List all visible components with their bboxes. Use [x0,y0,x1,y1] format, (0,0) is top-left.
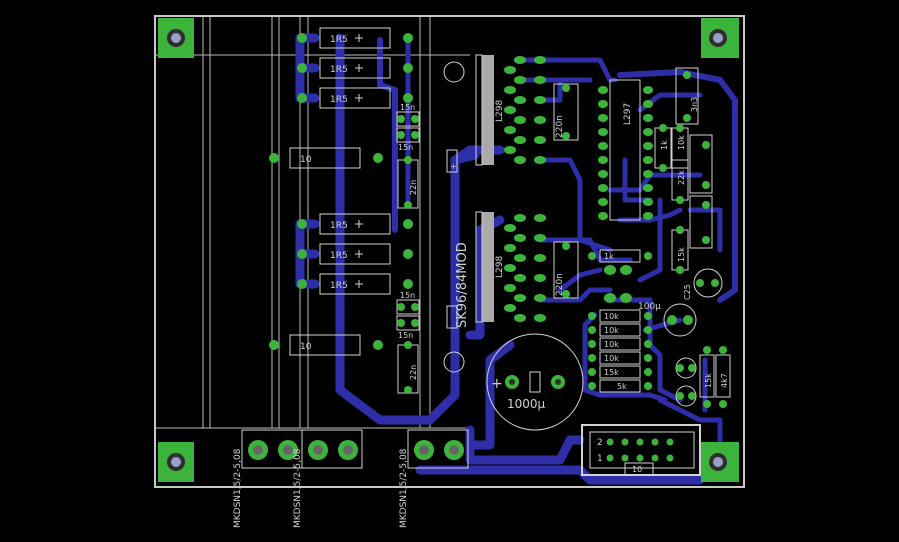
r1r5-label: 1R5 [330,65,348,75]
pin-label: 1 [597,454,603,464]
mounting-hole-top-left [158,18,194,58]
c1000-capacitor [486,333,584,431]
svg-text:+: + [491,376,503,392]
c3n3-label: 3n3 [690,97,699,112]
r4k7-label: 4k7 [720,373,729,388]
l298-lower [475,211,494,323]
c15n-label: 15n [398,331,413,340]
r1r5-label: 1R5 [330,251,348,261]
r1k-label: 1k [604,252,614,261]
resistors-1r5 [319,27,391,295]
l298-upper [475,54,494,166]
terminal-blocks [241,429,469,469]
l297-chip [609,79,641,221]
r10k-label: 10k [677,135,686,150]
l298-label: L298 [495,256,505,278]
r1r5-label: 1R5 [330,95,348,105]
r1r5-label: 1R5 [330,221,348,231]
c15n-label: 15n [400,291,415,300]
c100-label: 100µ [638,302,661,312]
r10-label: 10 [300,155,312,165]
r1r5-label: 1R5 [330,281,348,291]
c15n-label: 15n [398,143,413,152]
r15k-label: 15k [704,373,713,388]
r22k-label: 22k [677,170,686,185]
c22n-label: 22n [409,180,418,195]
r1k-label: 1k [660,140,669,150]
heatsink-label: SK96/84MOD [455,242,470,328]
c15n-label: 15n [400,103,415,112]
c220n-label: 220n [555,273,565,296]
l297-label: L297 [623,103,633,125]
c220n-label: 220n [555,115,565,138]
r10-label: 10 [300,342,312,352]
board-outline [154,15,745,488]
c25-label: C25 [683,284,692,300]
svg-text:+: + [449,163,458,170]
r10k-label: 10k [604,312,619,321]
mounting-hole-top-right [701,18,739,58]
c22n-label: 22n [409,365,418,380]
mkds-label: MKDSN1,5/2-5,08 [399,448,409,528]
c1000-label: 1000µ [507,397,546,411]
r10k-label: 10k [604,326,619,335]
r5k-label: 5k [617,382,627,391]
r10-conn-label: 10 [632,465,642,474]
mounting-holes [158,18,739,482]
r10k-label: 10k [604,354,619,363]
pin-label: 2 [597,438,603,448]
r15k-label: 15k [604,368,619,377]
mkds-label: MKDSN1,5/2-5,08 [293,448,303,528]
r1r5-label: 1R5 [330,35,348,45]
mounting-hole-bottom-left [158,442,194,482]
l298-label: L298 [495,100,505,122]
r15k-label: 15k [677,247,686,262]
mkds-label: MKDSN1,5/2-5,08 [233,448,243,528]
mounting-hole-bottom-right [701,442,739,482]
r10k-label: 10k [604,340,619,349]
